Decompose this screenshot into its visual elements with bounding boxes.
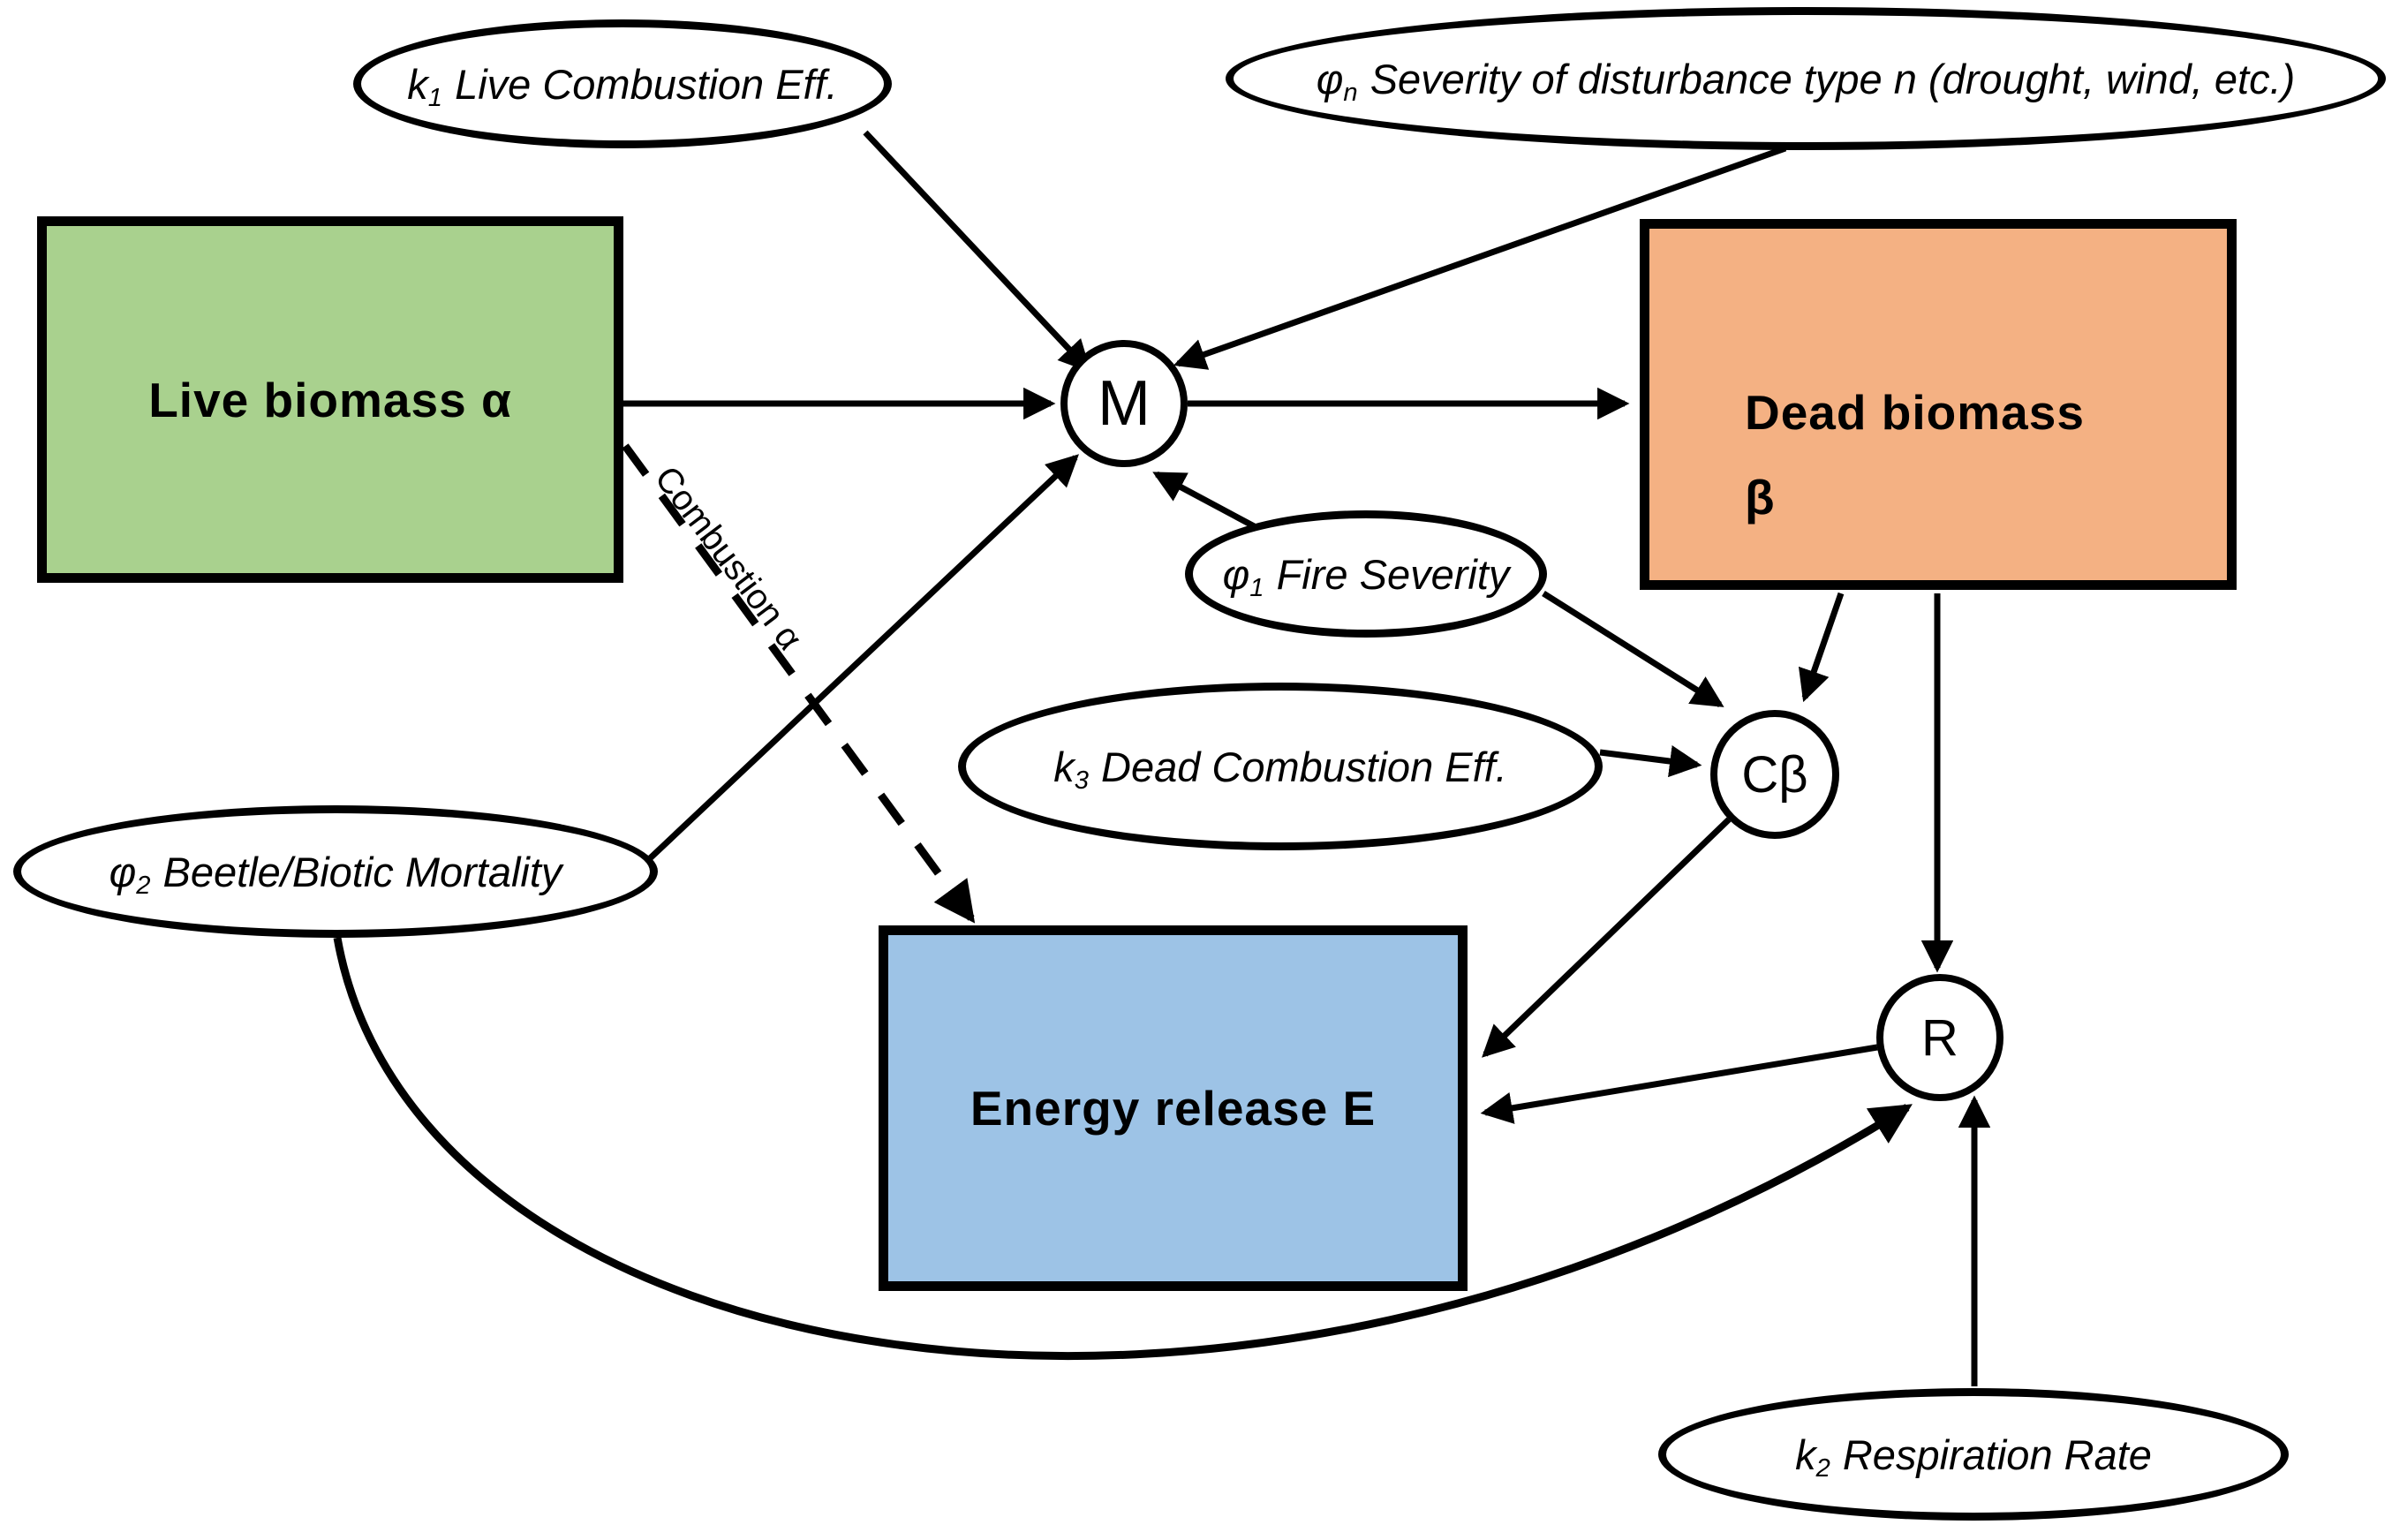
- box-energy-release: Energy release E: [879, 925, 1468, 1291]
- node-dead-combustion: Cβ: [1710, 710, 1839, 839]
- node-dead-combustion-label: Cβ: [1741, 745, 1808, 804]
- box-dead-biomass: Dead biomass β: [1640, 219, 2237, 590]
- edge-r-to-energy: [1480, 1044, 1878, 1124]
- node-respiration: R: [1876, 974, 2003, 1101]
- edge-phi1-to-cb: [1542, 591, 1724, 707]
- edge-label-combustion: Combustion α: [646, 459, 811, 658]
- edge-phi1-to-m: [1152, 471, 1259, 532]
- node-mortality: M: [1060, 340, 1188, 467]
- edge-k3-to-cb: [1599, 745, 1702, 778]
- node-respiration-label: R: [1921, 1008, 1958, 1067]
- edge-k1-to-m: [863, 130, 1091, 373]
- box-live-biomass: Live biomass α: [37, 216, 623, 583]
- box-energy-release-label: Energy release E: [970, 1081, 1377, 1136]
- box-live-biomass-label: Live biomass α: [148, 372, 512, 427]
- edge-dead-to-cb: [1798, 592, 1845, 703]
- node-mortality-label: M: [1098, 368, 1151, 439]
- box-dead-biomass-label: Dead biomass β: [1745, 385, 2085, 525]
- edge-cb-to-energy: [1482, 817, 1732, 1058]
